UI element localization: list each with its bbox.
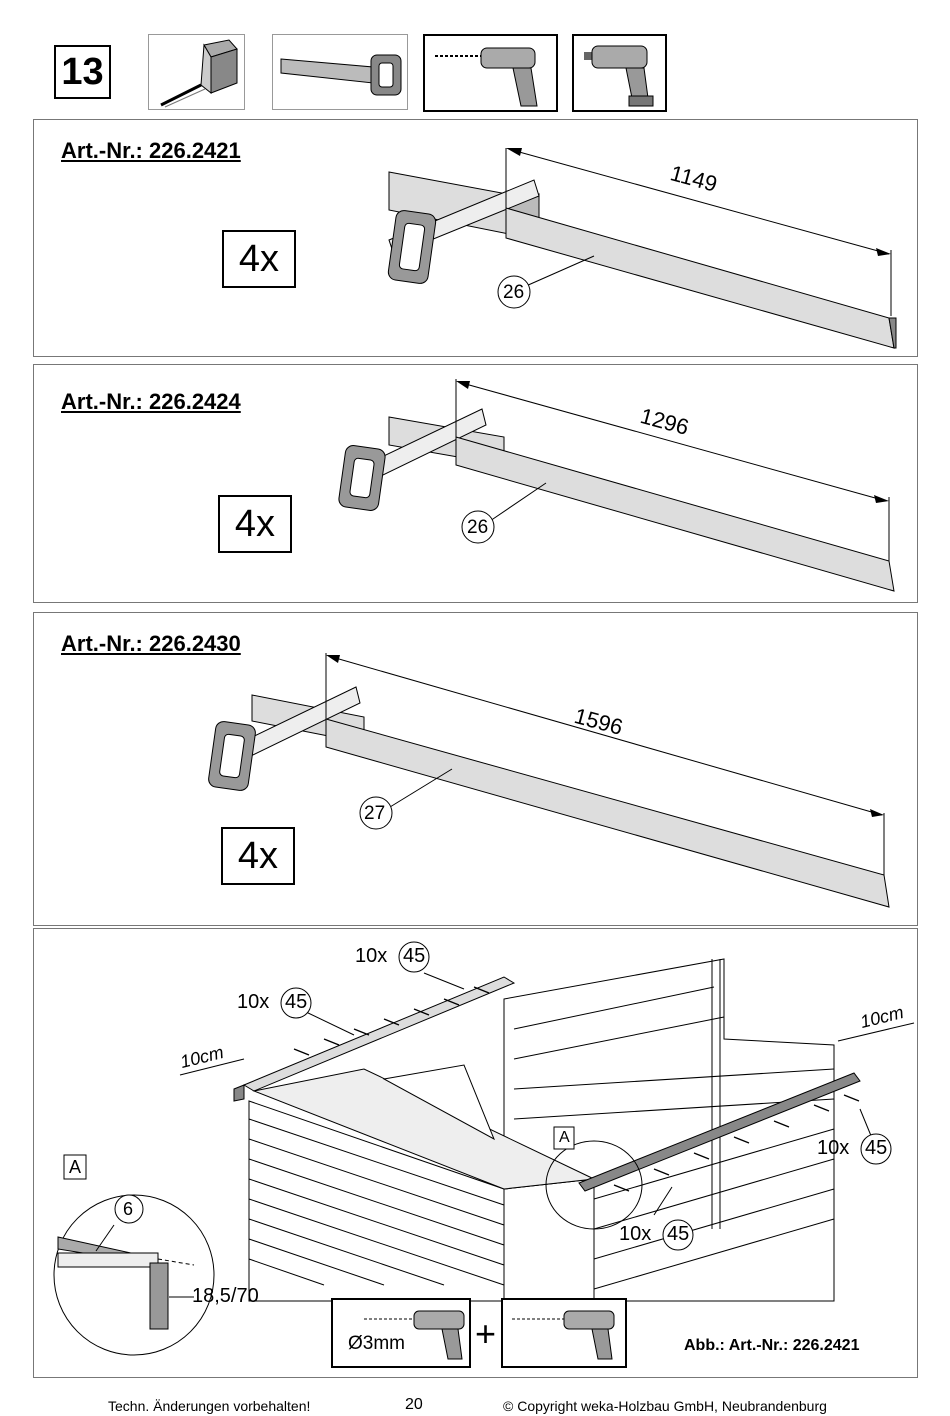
screw-count-callout: 10x [237, 991, 270, 1013]
article-number: Art.-Nr.: 226.2424 [61, 389, 241, 414]
drill-size-label: Ø3mm [348, 1333, 405, 1354]
cut-drawing [338, 379, 895, 592]
screw-part-number: 45 [403, 945, 426, 967]
figure-article-number: Abb.: Art.-Nr.: 226.2421 [684, 1337, 860, 1354]
cut-panel-3: Art.-Nr.: 226.2430 4x 1596 27 [33, 612, 918, 926]
screw-count-callout: 10x [817, 1137, 850, 1159]
quantity-label: 4x [221, 827, 295, 885]
drill-icon [435, 47, 538, 107]
detail-part-number: 6 [123, 1199, 134, 1219]
quantity-label: 4x [218, 495, 292, 553]
step-number: 13 [54, 45, 111, 99]
article-number: Art.-Nr.: 226.2430 [61, 631, 241, 656]
part-number: 27 [364, 803, 386, 824]
detail-label: A [69, 1157, 82, 1177]
drill-tool [423, 34, 558, 112]
detail-marker: A [559, 1129, 570, 1146]
cordless-drill-icon [584, 45, 654, 107]
screw-part-number: 45 [865, 1137, 888, 1159]
cordless-drill-tool [572, 34, 667, 112]
tape-measure-icon [160, 39, 238, 108]
screw-part-number: 45 [285, 991, 308, 1013]
cut-panel-1: Art.-Nr.: 226.2421 4x 1149 26 [33, 119, 918, 357]
screw-count-callout: 10x [619, 1223, 652, 1245]
cut-panel-2: Art.-Nr.: 226.2424 4x 1296 26 [33, 364, 918, 603]
tape-measure-tool [148, 34, 245, 110]
assembly-panel: 10x 45 10x 45 10x 45 10x 45 10cm 10cm A … [33, 928, 918, 1378]
page-number: 20 [405, 1396, 423, 1413]
detail-dimension: 18,5/70 [192, 1285, 259, 1307]
screw-count-callout: 10x [355, 945, 388, 967]
part-number: 26 [503, 282, 525, 303]
saw-icon [280, 54, 402, 96]
article-number: Art.-Nr.: 226.2421 [61, 138, 241, 163]
shed-roof-drawing [53, 941, 915, 1368]
quantity-label: 4x [222, 230, 296, 288]
plus-sign: + [475, 1313, 497, 1354]
part-number: 26 [467, 517, 489, 538]
cut-drawing [208, 653, 890, 908]
screw-part-number: 45 [667, 1223, 690, 1245]
cut-drawing [387, 148, 897, 349]
footer-disclaimer: Techn. Änderungen vorbehalten! [108, 1398, 311, 1414]
footer-copyright: © Copyright weka-Holzbau GmbH, Neubrande… [503, 1398, 827, 1414]
saw-tool [272, 34, 408, 110]
